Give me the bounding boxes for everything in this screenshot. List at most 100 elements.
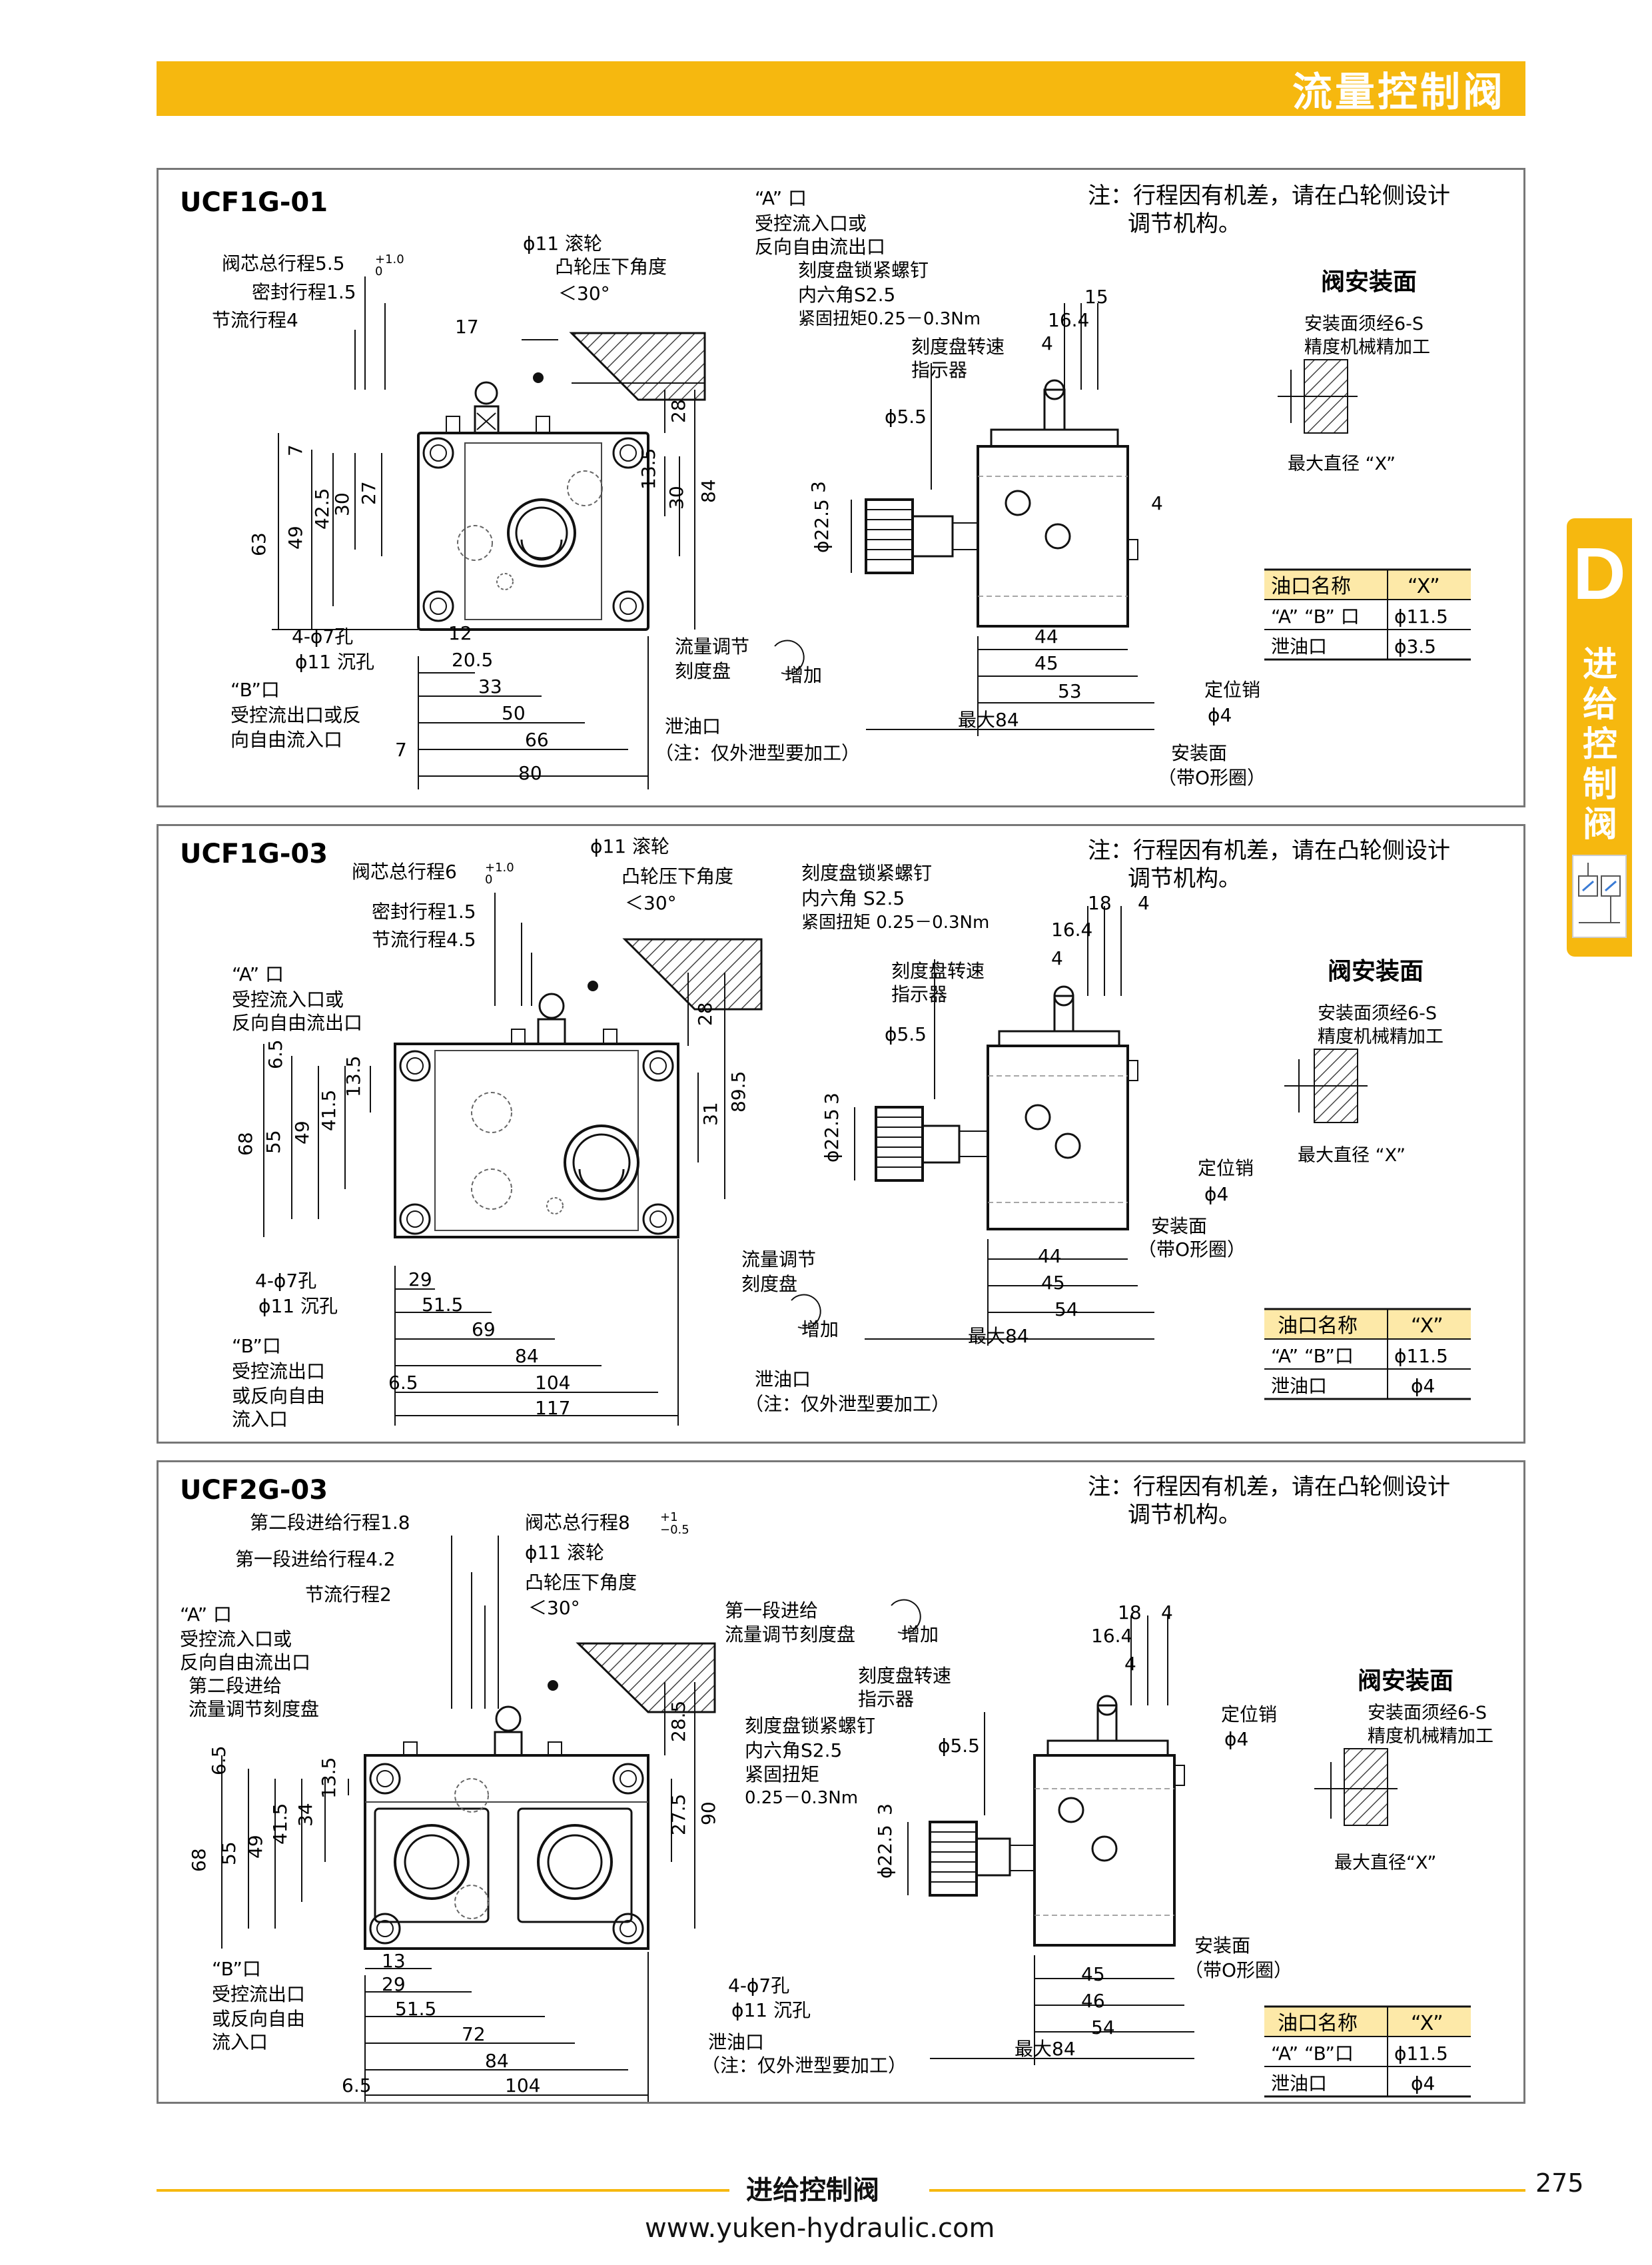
table-header-x: “X” xyxy=(1408,575,1440,598)
dim-84: 84 xyxy=(485,2050,509,2072)
dim-6-5b: 6.5 xyxy=(342,2074,372,2096)
label-pin: 定位销 xyxy=(1204,679,1260,701)
dim-63: 63 xyxy=(248,532,270,556)
mounting-title: 阀安装面 xyxy=(1328,958,1424,985)
dim-16-4: 16.4 xyxy=(1051,919,1092,941)
dim-4: 4 xyxy=(1041,332,1053,354)
side-dim-lines xyxy=(851,303,1154,736)
label-mount: 安装面 xyxy=(1151,1215,1207,1237)
max-dia-label: 最大直径“X” xyxy=(1334,1853,1436,1873)
dim-51-5: 51.5 xyxy=(395,1998,436,2020)
label-port-a-desc2: 反向自由流出口 xyxy=(180,1651,310,1673)
dim-27-5: 27.5 xyxy=(667,1794,689,1835)
side-view xyxy=(865,379,1138,628)
dim-41-5: 41.5 xyxy=(269,1803,291,1845)
note-line1: 注：行程因有机差，请在凸轮侧设计 xyxy=(1088,183,1450,209)
label-roller: ϕ11 滚轮 xyxy=(525,1542,604,1564)
dim-3: 3 xyxy=(821,1093,843,1105)
tolerance-lower: 0 xyxy=(485,873,492,887)
dim-80: 80 xyxy=(518,762,542,784)
label-port-b-desc2: 或反向自由 xyxy=(232,1385,325,1407)
table-cell: ϕ11.5 xyxy=(1394,1345,1448,1367)
dim-4: 4 xyxy=(1051,947,1063,969)
table-cell: “A” “B” 口 xyxy=(1271,606,1360,628)
label-screw-torque: 紧固扭矩0.25－0.3Nm xyxy=(798,309,981,329)
label-indicator2: 指示器 xyxy=(891,983,947,1005)
footer-title: 进给控制阀 xyxy=(746,2175,879,2206)
dim-13-5: 13.5 xyxy=(318,1757,340,1799)
page-title: 流量控制阀 xyxy=(1292,69,1505,116)
increase-arrow-icon xyxy=(791,1294,821,1329)
label-port-a-desc2: 反向自由流出口 xyxy=(755,236,885,258)
label-dial2-b: 流量调节刻度盘 xyxy=(189,1698,319,1720)
dim-18: 18 xyxy=(1118,1601,1142,1623)
dim-6-5: 6.5 xyxy=(208,1745,230,1775)
label-indicator: 刻度盘转速 xyxy=(858,1665,951,1687)
label-max84: 最大84 xyxy=(1015,2038,1076,2060)
port-table: 油口名称 “X” “A” “B”口 ϕ11.5 泄油口 ϕ4 xyxy=(1264,1308,1471,1400)
label-screw: 刻度盘锁紧螺钉 xyxy=(745,1715,875,1737)
dim-30: 30 xyxy=(331,492,353,516)
label-dial: 流量调节 xyxy=(741,1248,816,1270)
label-port-b: “B”口 xyxy=(230,679,280,701)
mounting-note2: 精度机械精加工 xyxy=(1368,1726,1493,1747)
label-port-a-desc1: 受控流入口或 xyxy=(755,213,867,234)
label-roller: ϕ11 滚轮 xyxy=(523,232,602,254)
model-title: UCF1G-03 xyxy=(180,839,328,869)
dim-18: 18 xyxy=(1088,892,1112,914)
dim-30b: 30 xyxy=(665,486,687,510)
label-holes-cb: ϕ11 沉孔 xyxy=(731,1999,811,2021)
dim-29: 29 xyxy=(408,1268,432,1290)
front-view xyxy=(394,993,679,1238)
label-port-b-desc1: 受控流出口或反 xyxy=(230,704,361,726)
cam-block xyxy=(576,1642,716,1713)
dim-29: 29 xyxy=(382,1973,406,1995)
label-screw-hex: 内六角 S2.5 xyxy=(801,887,905,909)
label-port-a-desc1: 受控流入口或 xyxy=(180,1628,292,1650)
circuit-symbol-icon xyxy=(1572,855,1627,938)
label-second-feed: 第二段进给行程1.8 xyxy=(250,1512,410,1534)
cam-contact-dot xyxy=(588,981,598,991)
section-tab: D 进给控制阀 xyxy=(1567,518,1632,957)
label-cam-angle-val: ＜30° xyxy=(558,282,610,304)
label-port-a-desc2: 反向自由流出口 xyxy=(232,1012,362,1034)
front-dim-lines xyxy=(263,893,725,1426)
note-line2: 调节机构。 xyxy=(1128,1502,1241,1528)
label-port-b-desc3: 流入口 xyxy=(232,1408,288,1430)
table-header-name: 油口名称 xyxy=(1278,1314,1358,1338)
table-header-name: 油口名称 xyxy=(1271,575,1351,598)
label-drain: 泄油口 xyxy=(708,2031,764,2053)
label-cam-angle-val: ＜30° xyxy=(625,892,677,914)
dim-90: 90 xyxy=(697,1801,719,1825)
footer-url[interactable]: www.yuken-hydraulic.com xyxy=(645,2213,995,2244)
label-seal-stroke: 密封行程1.5 xyxy=(252,281,356,303)
table-cell: ϕ4 xyxy=(1411,1375,1435,1397)
dim-28-5: 28.5 xyxy=(667,1701,689,1742)
footer-line-left xyxy=(157,2189,729,2192)
label-screw-torque: 紧固扭矩 xyxy=(745,1763,819,1785)
dim-16-4: 16.4 xyxy=(1091,1625,1132,1647)
table-cell: ϕ11.5 xyxy=(1394,2042,1448,2064)
tolerance-upper: +1 xyxy=(660,1510,678,1524)
side-view xyxy=(875,985,1138,1230)
dim-4: 4 xyxy=(1124,1653,1136,1675)
tolerance-lower: 0 xyxy=(375,264,382,278)
cam-contact-dot xyxy=(548,1680,558,1691)
dim-13: 13 xyxy=(382,1950,406,1972)
max-dia-label: 最大直径 “X” xyxy=(1288,454,1396,474)
label-cam-angle: 凸轮压下角度 xyxy=(621,865,733,887)
label-pin: 定位销 xyxy=(1221,1703,1277,1725)
label-pin-dia: ϕ4 xyxy=(1224,1728,1248,1750)
cam-contact-dot xyxy=(533,372,544,383)
table-cell: “A” “B”口 xyxy=(1271,1345,1354,1367)
label-dial2: 第二段进给 xyxy=(189,1675,282,1697)
label-first-feed: 第一段进给行程4.2 xyxy=(235,1548,396,1570)
note-line1: 注：行程因有机差，请在凸轮侧设计 xyxy=(1088,837,1450,864)
dim-3: 3 xyxy=(807,481,829,493)
port-table: 油口名称 “X” “A” “B” 口 ϕ11.5 泄油口 ϕ3.5 xyxy=(1264,568,1471,661)
table-header-x: “X” xyxy=(1411,2012,1444,2035)
dim-45: 45 xyxy=(1034,652,1058,674)
table-cell: 泄油口 xyxy=(1271,2072,1327,2094)
dim-33: 33 xyxy=(478,676,502,697)
header-bar: 流量控制阀 xyxy=(157,61,1525,116)
